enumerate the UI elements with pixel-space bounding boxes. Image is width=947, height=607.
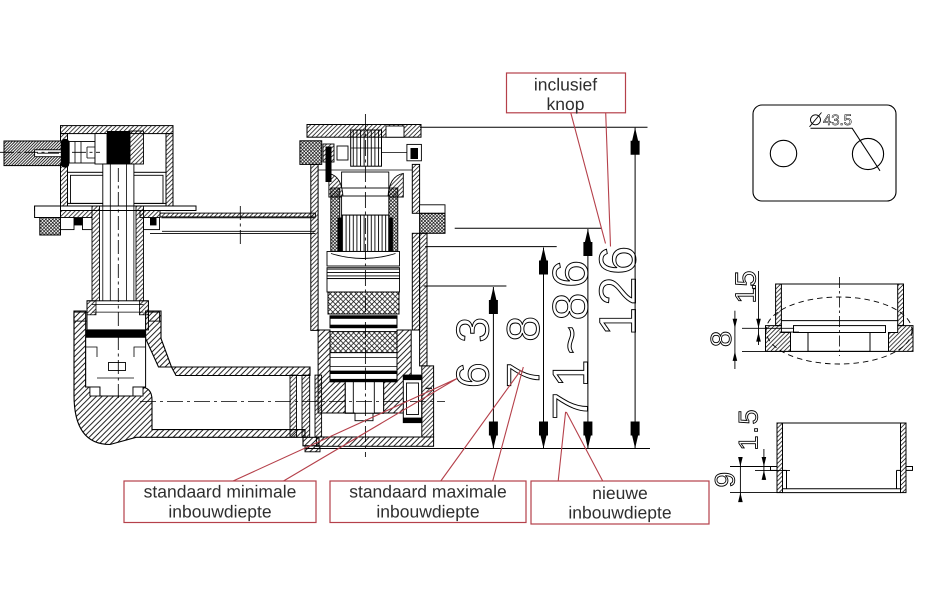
svg-text:63: 63 [447,317,499,388]
svg-text:knop: knop [547,94,585,114]
svg-text:inclusief: inclusief [534,75,597,95]
svg-text:78: 78 [497,316,549,388]
svg-text:43.5: 43.5 [823,112,852,129]
svg-text:inbouwdiepte: inbouwdiepte [568,503,671,523]
svg-text:inbouwdiepte: inbouwdiepte [168,502,271,522]
svg-text:8: 8 [706,331,738,347]
svg-text:126: 126 [590,246,648,336]
svg-text:1.5: 1.5 [731,271,763,304]
svg-text:9: 9 [710,472,741,488]
svg-text:1.5: 1.5 [734,410,764,451]
svg-text:inbouwdiepte: inbouwdiepte [376,502,479,522]
svg-text:standaard maximale: standaard maximale [349,482,507,502]
svg-text:standaard minimale: standaard minimale [144,482,297,502]
svg-text:nieuwe: nieuwe [592,483,647,503]
svg-text:71~86: 71~86 [543,260,599,420]
